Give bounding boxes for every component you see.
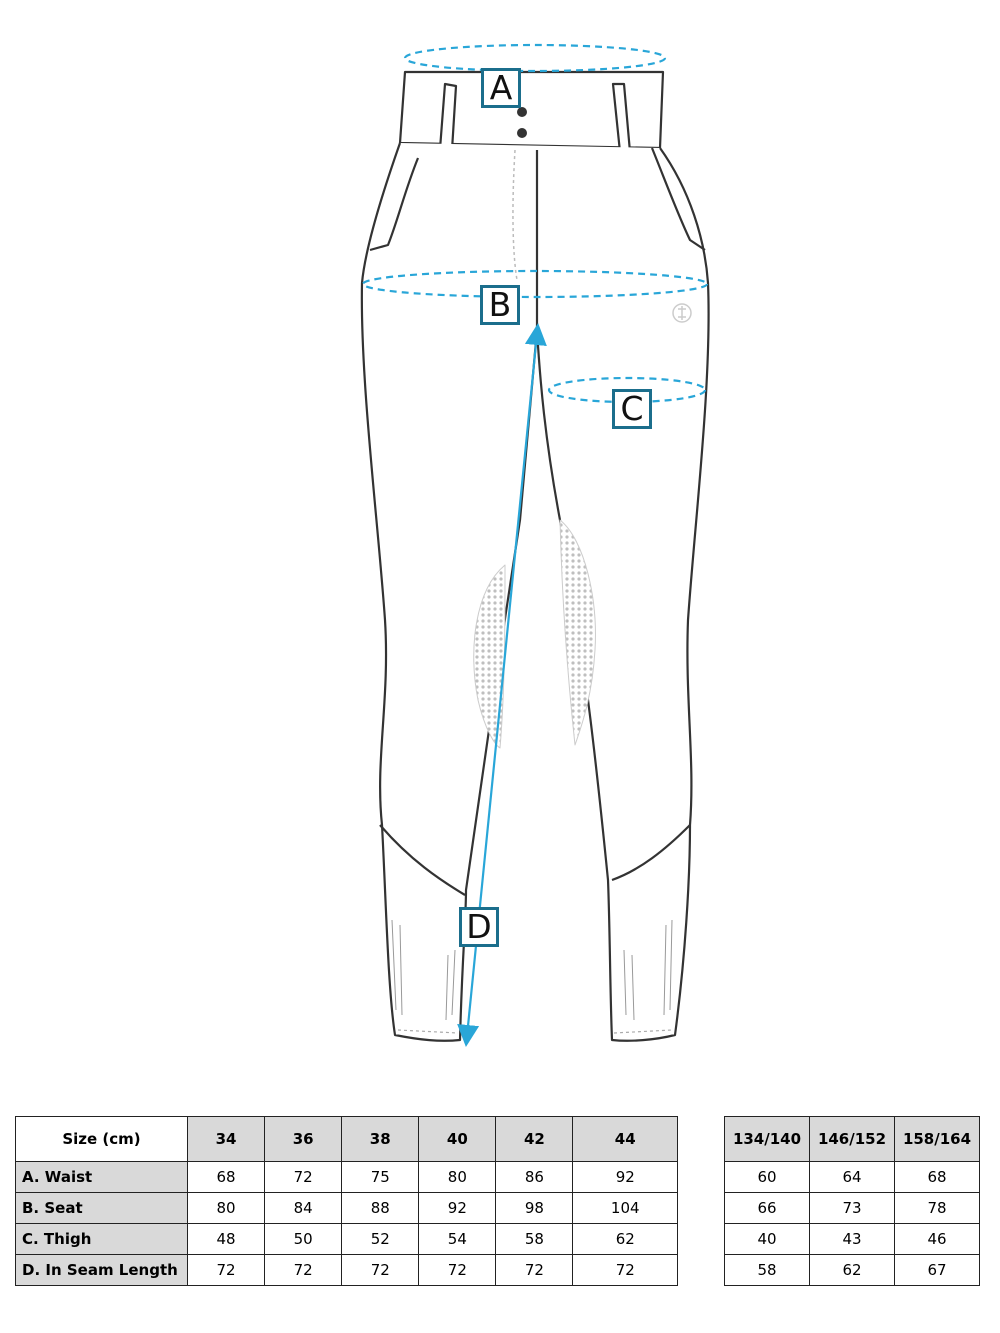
- row-label: C. Thigh: [15, 1223, 188, 1255]
- table-row: 60 64 68: [724, 1161, 980, 1193]
- table-cell: 66: [724, 1192, 810, 1224]
- table-cell: 88: [341, 1192, 420, 1224]
- table-cell: 48: [186, 1223, 266, 1255]
- table-cell: 58: [724, 1254, 810, 1286]
- table-row: 58 62 67: [724, 1254, 980, 1286]
- table-cell: 62: [809, 1254, 895, 1286]
- table-cell: 72: [341, 1254, 420, 1286]
- size-header: 158/164: [894, 1116, 980, 1162]
- table-cell: 80: [186, 1192, 266, 1224]
- table-cell: 84: [264, 1192, 343, 1224]
- table-cell: 92: [572, 1161, 678, 1193]
- size-header: 36: [264, 1116, 343, 1162]
- table-cell: 40: [724, 1223, 810, 1255]
- table-cell: 92: [418, 1192, 497, 1224]
- table-cell: 72: [264, 1161, 343, 1193]
- table-cell: 75: [341, 1161, 420, 1193]
- table-cell: 60: [724, 1161, 810, 1193]
- size-header: 34: [186, 1116, 266, 1162]
- table-cell: 43: [809, 1223, 895, 1255]
- row-label: B. Seat: [15, 1192, 188, 1224]
- breeches-diagram: [360, 43, 710, 1047]
- table-cell: 58: [495, 1223, 574, 1255]
- table-cell: 68: [186, 1161, 266, 1193]
- waist-measure-line: [403, 43, 667, 73]
- table-cell: 54: [418, 1223, 497, 1255]
- size-table-children: 134/140 146/152 158/164 60 64 68 66 73 7…: [724, 1116, 980, 1286]
- thigh-measure-line: [547, 376, 707, 404]
- size-table-adult: Size (cm) 34 36 38 40 42 44 A. Waist 68 …: [15, 1116, 678, 1286]
- table-cell: 98: [495, 1192, 574, 1224]
- size-corner-header: Size (cm): [15, 1116, 188, 1162]
- table-cell: 68: [894, 1161, 980, 1193]
- size-header-row: 134/140 146/152 158/164: [724, 1116, 980, 1162]
- table-cell: 78: [894, 1192, 980, 1224]
- table-cell: 52: [341, 1223, 420, 1255]
- size-header: 38: [341, 1116, 420, 1162]
- table-row: 66 73 78: [724, 1192, 980, 1224]
- size-header: 134/140: [724, 1116, 810, 1162]
- row-label: A. Waist: [15, 1161, 188, 1193]
- row-label: D. In Seam Length: [15, 1254, 188, 1286]
- table-row: D. In Seam Length 72 72 72 72 72 72: [15, 1254, 678, 1286]
- table-cell: 64: [809, 1161, 895, 1193]
- table-row: 40 43 46: [724, 1223, 980, 1255]
- table-cell: 72: [418, 1254, 497, 1286]
- table-cell: 72: [495, 1254, 574, 1286]
- label-a: A: [481, 68, 521, 108]
- table-cell: 72: [264, 1254, 343, 1286]
- pants-outline: [360, 70, 710, 1042]
- table-cell: 73: [809, 1192, 895, 1224]
- label-b: B: [480, 285, 520, 325]
- table-row: B. Seat 80 84 88 92 98 104: [15, 1192, 678, 1224]
- table-row: A. Waist 68 72 75 80 86 92: [15, 1161, 678, 1193]
- table-cell: 46: [894, 1223, 980, 1255]
- size-header: 146/152: [809, 1116, 895, 1162]
- table-cell: 62: [572, 1223, 678, 1255]
- size-header: 42: [495, 1116, 574, 1162]
- table-cell: 50: [264, 1223, 343, 1255]
- seat-measure-line: [361, 269, 709, 299]
- size-header: 40: [418, 1116, 497, 1162]
- table-cell: 67: [894, 1254, 980, 1286]
- table-cell: 86: [495, 1161, 574, 1193]
- label-d: D: [459, 907, 499, 947]
- table-cell: 80: [418, 1161, 497, 1193]
- table-cell: 72: [572, 1254, 678, 1286]
- table-cell: 72: [186, 1254, 266, 1286]
- size-header-row: Size (cm) 34 36 38 40 42 44: [15, 1116, 678, 1162]
- table-cell: 104: [572, 1192, 678, 1224]
- label-c: C: [612, 389, 652, 429]
- size-header: 44: [572, 1116, 678, 1162]
- table-row: C. Thigh 48 50 52 54 58 62: [15, 1223, 678, 1255]
